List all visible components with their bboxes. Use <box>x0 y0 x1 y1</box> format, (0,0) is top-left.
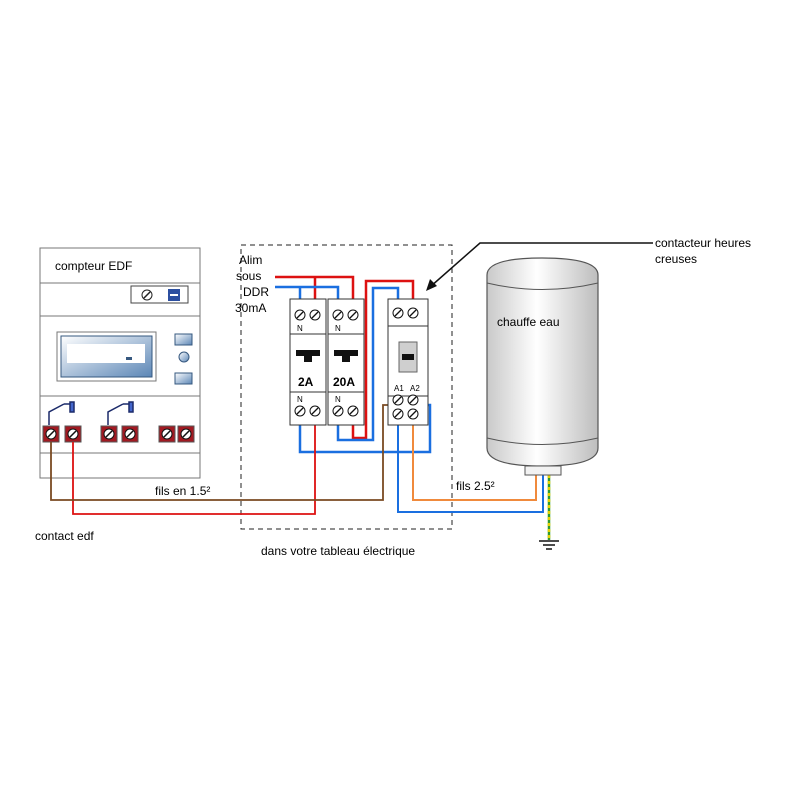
meter-terminal-pair-1 <box>42 425 82 443</box>
water-heater-label: chauffe eau <box>497 315 560 329</box>
meter-title: compteur EDF <box>55 259 132 273</box>
breaker20-neutral-out <box>336 286 400 442</box>
electrical-panel-outline <box>240 244 453 530</box>
breaker-20a-rating: 20A <box>333 375 355 389</box>
meter-terminal-pair-2 <box>100 425 139 443</box>
heater-neutral-wire <box>397 425 544 513</box>
meter-button-round[interactable] <box>178 351 190 363</box>
breaker-20a-neutral-top: N <box>335 324 341 333</box>
breaker-20a: N 20A N <box>327 298 365 426</box>
off-peak-contactor: A1 A2 <box>387 298 429 426</box>
supply-label-line1: Alim <box>239 253 262 267</box>
breaker-2a-rating: 2A <box>298 375 314 389</box>
meter-button-down[interactable] <box>174 372 193 385</box>
contactor-arrow <box>426 242 653 291</box>
contact-edf-label: contact edf <box>35 529 94 543</box>
contactor-a2-label: A2 <box>410 384 420 393</box>
breaker20-phase-out <box>351 279 415 440</box>
electric-meter: compteur EDF <box>39 247 201 479</box>
breaker-20a-neutral-bottom: N <box>335 395 341 404</box>
breaker-20a-toggle[interactable] <box>334 350 358 362</box>
breaker-2a-neutral-bottom: N <box>297 395 303 404</box>
contactor-label-line2: creuses <box>655 252 697 266</box>
meter-relay-symbols <box>48 401 134 425</box>
supply-label-line2: sous <box>236 269 261 283</box>
water-heater: chauffe eau <box>486 257 599 476</box>
water-heater-connector <box>524 465 562 476</box>
heater-phase-wire <box>412 425 537 501</box>
supply-phase-wire <box>275 275 355 299</box>
supply-neutral-wire <box>275 285 340 299</box>
breaker-2a: N 2A N <box>289 298 327 426</box>
contactor-a1-label: A1 <box>394 384 404 393</box>
supply-label-line4: 30mA <box>235 301 266 315</box>
panel-caption: dans votre tableau électrique <box>261 544 415 558</box>
breaker-2a-neutral-top: N <box>297 324 303 333</box>
meter-button-up[interactable] <box>174 333 193 346</box>
meter-control-red <box>72 425 316 515</box>
breaker-2a-toggle[interactable] <box>296 350 320 362</box>
wire-size-label-large: fils 2.5² <box>456 479 495 493</box>
meter-fuse-window <box>130 285 189 304</box>
meter-readout <box>67 344 145 363</box>
supply-label-line3: DDR <box>243 285 269 299</box>
wire-size-label-small: fils en 1.5² <box>155 484 210 498</box>
meter-control-brown <box>50 404 390 501</box>
meter-terminals <box>42 425 195 443</box>
meter-terminal-pair-3 <box>158 425 195 443</box>
contactor-label-line1: contacteur heures <box>655 236 751 250</box>
earth-wire <box>539 475 559 550</box>
